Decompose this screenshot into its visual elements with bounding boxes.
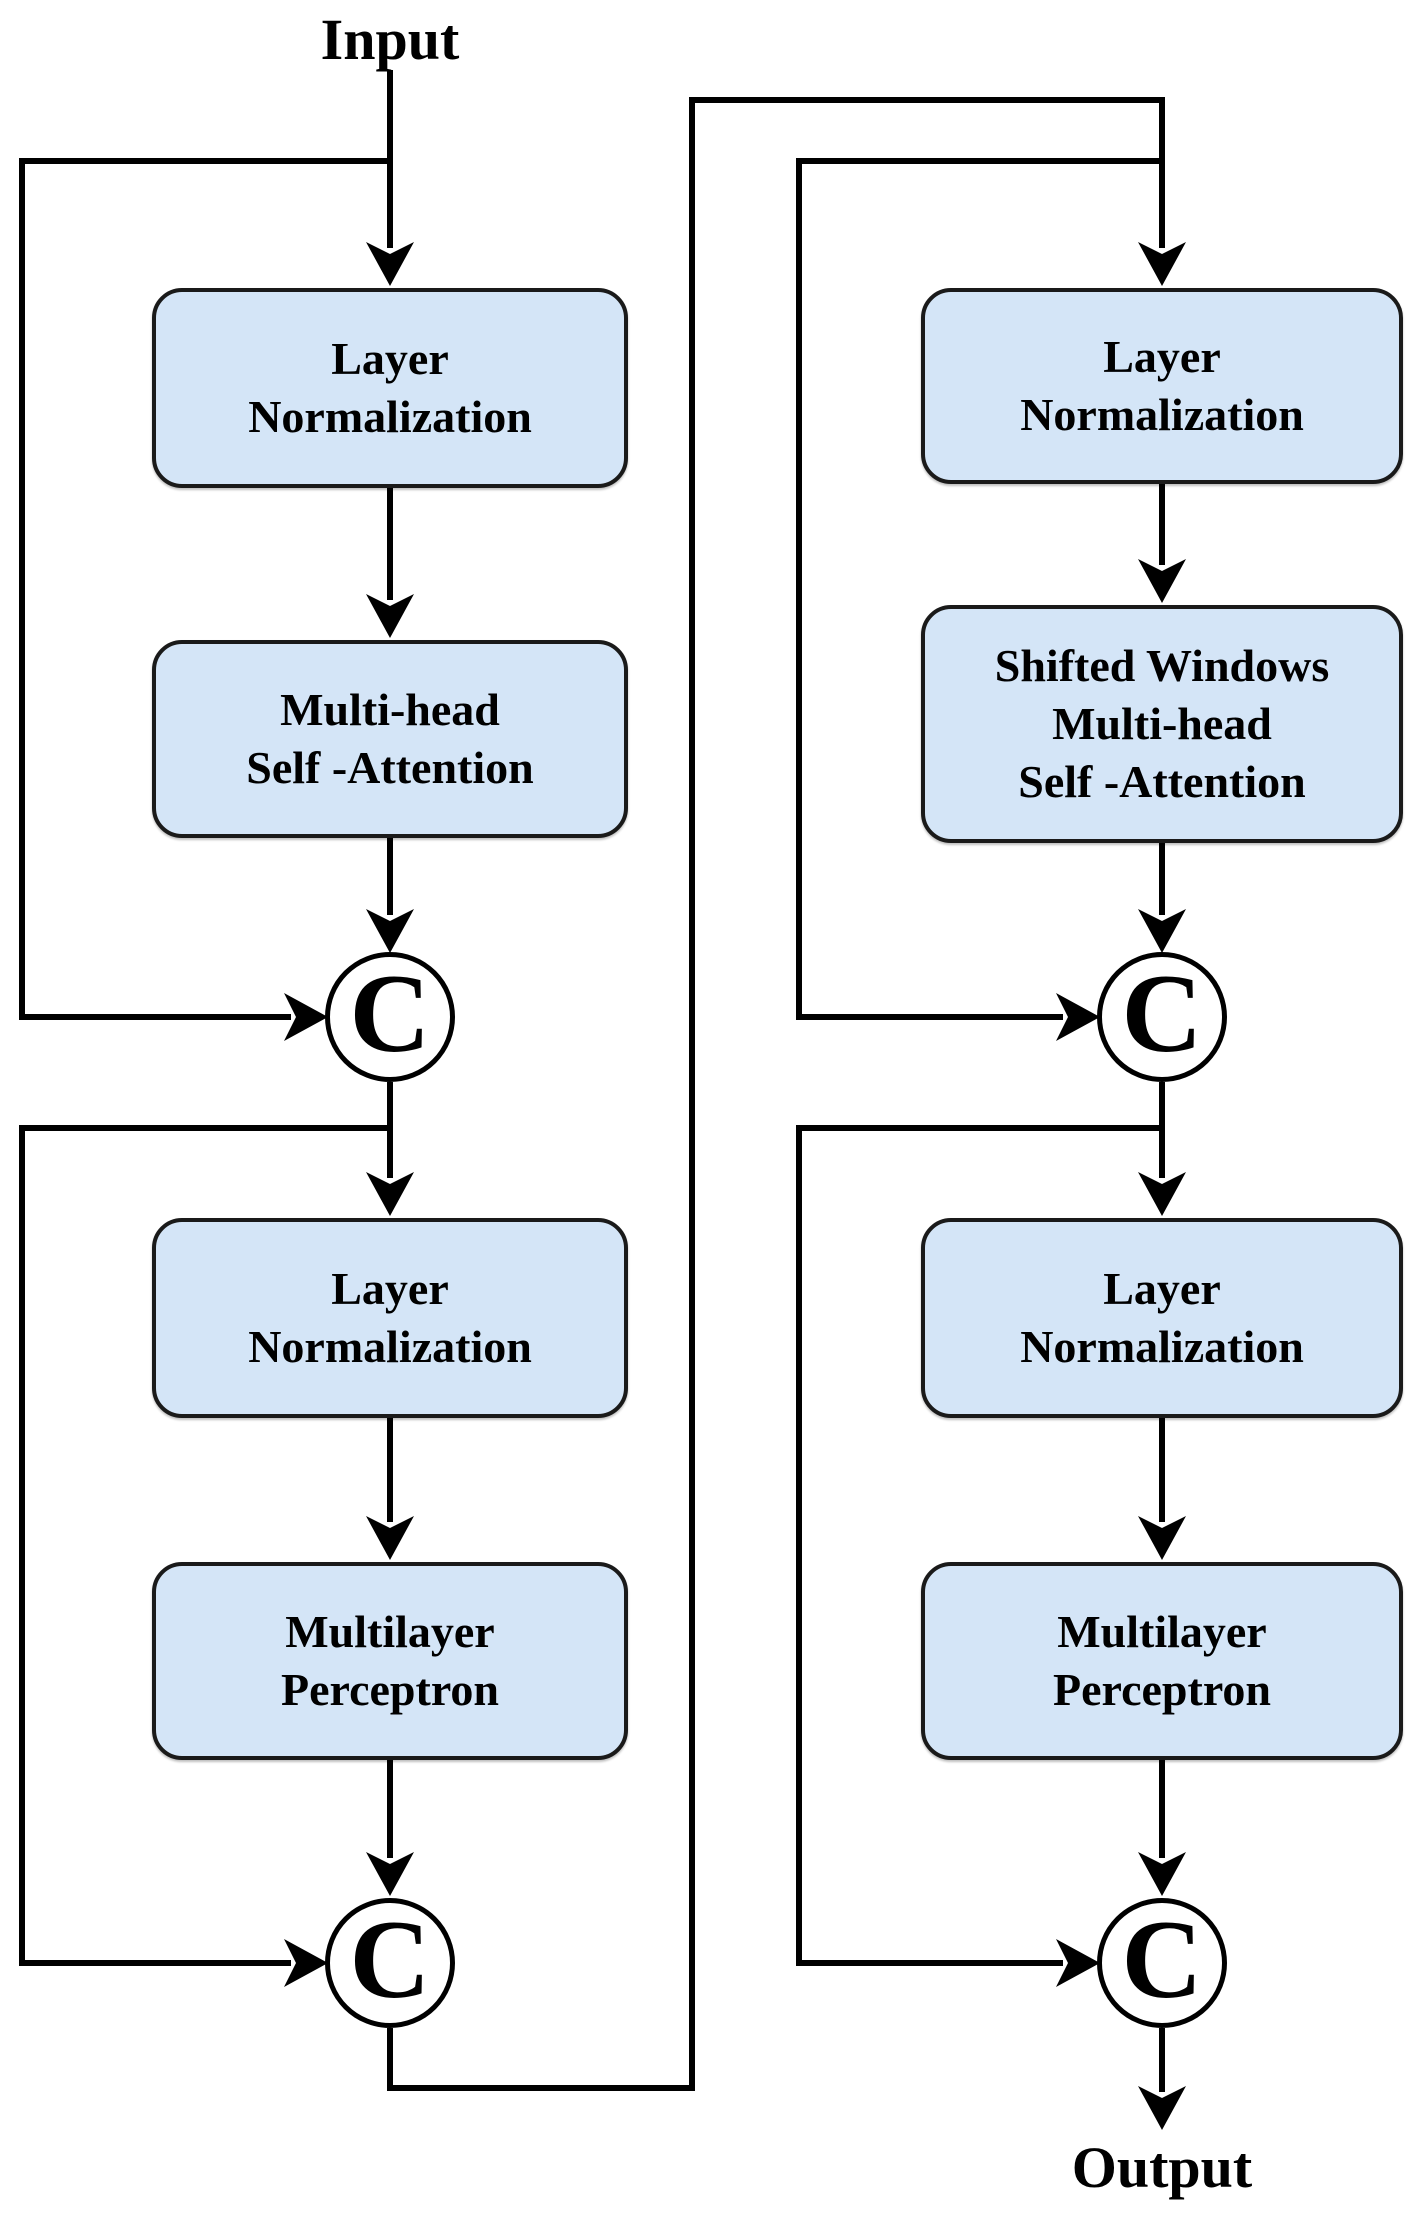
block-multilayer-perceptron-right: Multilayer Perceptron: [921, 1562, 1403, 1760]
arrowhead-concat1-to-ln2-left: [366, 1172, 414, 1216]
skip-connection-2-left: [19, 1125, 390, 1966]
block-layer-norm-2-right: Layer Normalization: [921, 1218, 1403, 1418]
arrowhead-mlp-to-concat2-left: [366, 1852, 414, 1896]
concat-node-1-right: C: [1097, 952, 1227, 1082]
block-multilayer-perceptron-left: Multilayer Perceptron: [152, 1562, 628, 1760]
arrowhead-to-output: [1138, 2086, 1186, 2130]
block-shifted-windows-multi-head-self-attention: Shifted Windows Multi-head Self -Attenti…: [921, 605, 1403, 843]
skip-connection-1-right: [796, 158, 1162, 1020]
arrowhead-mlp-to-concat2-right: [1138, 1852, 1186, 1896]
skip-connection-2-right: [796, 1125, 1162, 1966]
arrowhead-input-to-ln1: [366, 242, 414, 286]
arrowhead-swmsa-to-concat1-right: [1138, 909, 1186, 953]
arrowhead-skip1-left: [284, 993, 328, 1041]
arrowhead-concat1-to-ln2-right: [1138, 1172, 1186, 1216]
arrowhead-skip2-right: [1056, 1939, 1100, 1987]
arrowhead-ln1-to-swmsa-right: [1138, 559, 1186, 603]
skip-connection-1-left: [19, 158, 390, 1020]
block-layer-norm-2-left: Layer Normalization: [152, 1218, 628, 1418]
wire-left-output-to-right-input: [387, 97, 1165, 2091]
arrowhead-skip1-right: [1056, 993, 1100, 1041]
block-layer-norm-1-right: Layer Normalization: [921, 288, 1403, 484]
concat-node-2-right: C: [1097, 1898, 1227, 2028]
arrowhead-ln2-to-mlp-right: [1138, 1516, 1186, 1560]
block-layer-norm-1-left: Layer Normalization: [152, 288, 628, 488]
arrowhead-ln2-to-mlp-left: [366, 1516, 414, 1560]
arrowhead-into-ln1-right: [1138, 242, 1186, 286]
concat-node-1-left: C: [325, 952, 455, 1082]
arrowhead-ln1-to-msa-left: [366, 594, 414, 638]
block-multi-head-self-attention: Multi-head Self -Attention: [152, 640, 628, 838]
concat-node-2-left: C: [325, 1898, 455, 2028]
output-label: Output: [1071, 2135, 1253, 2200]
arrowhead-skip2-left: [284, 1939, 328, 1987]
input-label: Input: [320, 7, 460, 72]
arrowhead-msa-to-concat1-left: [366, 909, 414, 953]
